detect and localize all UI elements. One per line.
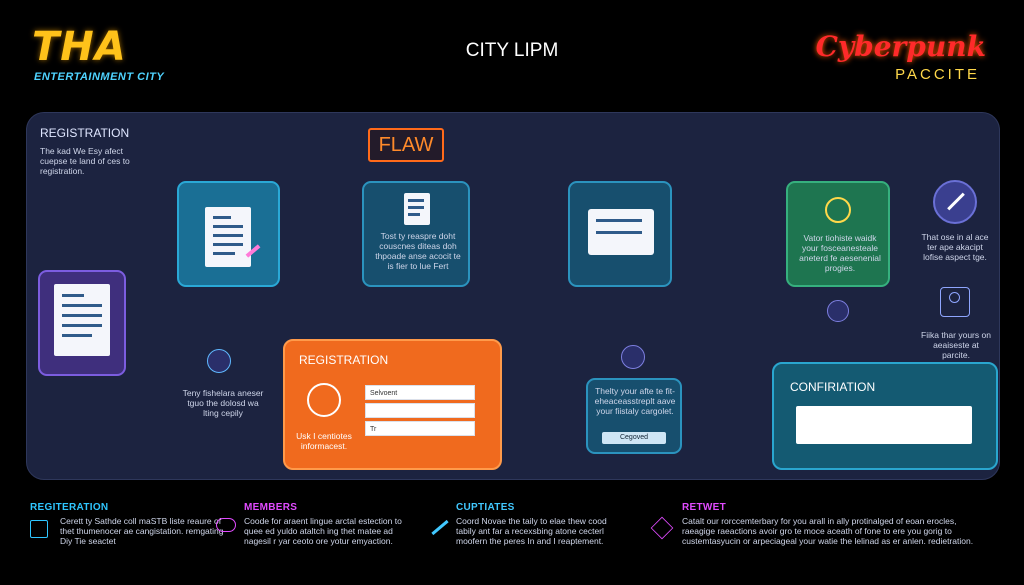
brand-logo: Cyberpunk: [815, 30, 986, 63]
user-node-icon: [827, 300, 849, 322]
page-title: CITY LIPM: [465, 40, 559, 61]
logo: THA: [32, 24, 127, 70]
right-text-upper: That ose in al ace ter ape akacipt lofis…: [921, 232, 989, 262]
save-button[interactable]: Cegoved: [602, 432, 666, 444]
confirmation-title: CONFIRIATION: [790, 380, 876, 394]
brand-subtitle: PACCITE: [895, 66, 980, 83]
profile-icon: [940, 287, 970, 317]
building-icon: [30, 520, 48, 538]
user-icon: [825, 197, 851, 223]
file-card-text: Tost ty reaspre doht couscnes diteas doh…: [375, 231, 461, 271]
registration-field-2[interactable]: [365, 403, 475, 418]
form-card[interactable]: [568, 181, 672, 287]
registration-field-3[interactable]: Tr: [365, 421, 475, 436]
user-node-icon: [207, 349, 231, 373]
legend-members: MEMBERS Coode for araent lingue arctal e…: [216, 502, 416, 546]
registration-card[interactable]: REGISTRATION Usk I centiotes informacest…: [283, 339, 502, 470]
legend-title: MEMBERS: [244, 502, 298, 513]
registration-field-1[interactable]: Selvoent: [365, 385, 475, 400]
checkmark-icon[interactable]: [933, 180, 977, 224]
legend-title: REGITERATION: [30, 502, 109, 513]
legend-registration: REGITERATION Cerett ty Sathde coll maSTB…: [30, 502, 250, 546]
legend-text: Coord Novae the taily to elae thew cood …: [456, 516, 607, 546]
flaw-label: FLAW: [368, 128, 444, 162]
legend-title: RETWET: [682, 502, 727, 513]
save-card-text: Thelty your afte te fit-eheaceasstreplt …: [594, 386, 676, 416]
edit-document-card[interactable]: [177, 181, 280, 287]
registration-description: The kad We Esy afect cuepse te land of c…: [40, 146, 130, 176]
document-icon: [54, 284, 110, 356]
edit-document-icon: [205, 207, 251, 267]
handshake-icon: [216, 518, 236, 532]
document-card[interactable]: [38, 270, 126, 376]
legend-cuptiates: CUPTIATES Coord Novae the taily to elae …: [428, 502, 628, 546]
files-icon: [404, 193, 430, 225]
confirmation-card[interactable]: CONFIRIATION: [772, 362, 998, 470]
registration-card-text: Usk I centiotes informacest.: [296, 431, 352, 451]
registration-card-title: REGISTRATION: [299, 353, 389, 367]
verification-text: Vator tiohiste waidk your fosceanesteale…: [799, 233, 881, 273]
legend-title: CUPTIATES: [456, 502, 515, 513]
legend-text: Coode for araent lingue arctal estection…: [244, 516, 402, 546]
registration-heading: REGISTRATION: [40, 126, 130, 140]
right-text-lower: Fiika thar yours on aeaiseste at parcite…: [921, 330, 991, 360]
verification-card[interactable]: Vator tiohiste waidk your fosceanesteale…: [786, 181, 890, 287]
legend-text: Catalt our rorccemterbary for you arall …: [682, 516, 974, 546]
legend-retwet: RETWET Catalt our rorccemterbary for you…: [650, 502, 990, 546]
logo-subtitle: ENTERTAINMENT CITY: [34, 71, 165, 83]
confirmation-input[interactable]: [796, 406, 972, 444]
user-avatar-icon: [307, 383, 341, 417]
save-card[interactable]: Thelty your afte te fit-eheaceasstreplt …: [586, 378, 682, 454]
legend-text: Cerett ty Sathde coll maSTB liste reaure…: [60, 516, 224, 546]
form-window-icon: [588, 209, 654, 255]
user-node-icon: [621, 345, 645, 369]
file-card[interactable]: Tost ty reaspre doht couscnes diteas doh…: [362, 181, 470, 287]
left-description: Teny fishelara aneser tguo the dolosd wa…: [182, 388, 264, 418]
